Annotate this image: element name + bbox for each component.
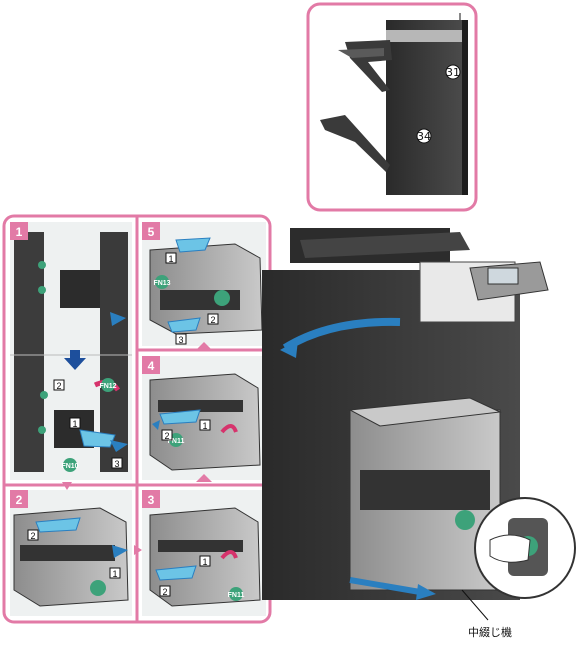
svg-text:3: 3	[178, 335, 183, 345]
callout-31	[445, 64, 461, 80]
svg-text:1: 1	[72, 419, 77, 429]
svg-text:3: 3	[148, 493, 155, 507]
svg-text:2: 2	[164, 431, 169, 441]
step1-panel: FN12 FN10 2 1 3 1	[10, 222, 132, 480]
step4-badge	[142, 356, 160, 374]
svg-text:2: 2	[56, 381, 61, 391]
step3-badge	[142, 490, 160, 508]
step4-panel: FN11 2 1 4	[142, 356, 266, 482]
svg-text:FN10: FN10	[61, 463, 78, 470]
svg-text:1: 1	[168, 254, 173, 264]
step2-badge	[10, 490, 28, 508]
svg-text:1: 1	[202, 421, 207, 431]
svg-text:5: 5	[148, 225, 155, 239]
step5-panel: FN13 1 2 3 5	[142, 222, 266, 350]
svg-text:1: 1	[112, 569, 117, 579]
svg-text:FN11: FN11	[228, 592, 245, 599]
lower-tray	[320, 115, 390, 172]
svg-text:FN12: FN12	[99, 383, 116, 390]
svg-text:1: 1	[202, 557, 207, 567]
step1-badge	[10, 222, 28, 240]
svg-text:2: 2	[16, 493, 23, 507]
svg-text:1: 1	[16, 225, 23, 239]
finisher-body	[386, 20, 462, 195]
step3-panel: FN11 1 2 3	[134, 490, 266, 616]
svg-text:FN13: FN13	[153, 280, 170, 287]
svg-text:2: 2	[30, 531, 35, 541]
svg-text:2: 2	[162, 587, 167, 597]
callout-34	[416, 128, 432, 144]
svg-text:4: 4	[148, 359, 155, 373]
top-inset: 31 34	[306, 2, 478, 212]
svg-text:3: 3	[114, 459, 119, 469]
step2-panel: 2 1 2	[10, 482, 132, 616]
machine-label: 中綴じ機	[468, 625, 512, 639]
svg-text:FN11: FN11	[168, 438, 185, 445]
svg-text:2: 2	[210, 315, 215, 325]
step5-badge	[142, 222, 160, 240]
main-machine	[262, 228, 576, 621]
svg-text:34: 34	[417, 130, 431, 143]
svg-text:31: 31	[446, 66, 460, 79]
